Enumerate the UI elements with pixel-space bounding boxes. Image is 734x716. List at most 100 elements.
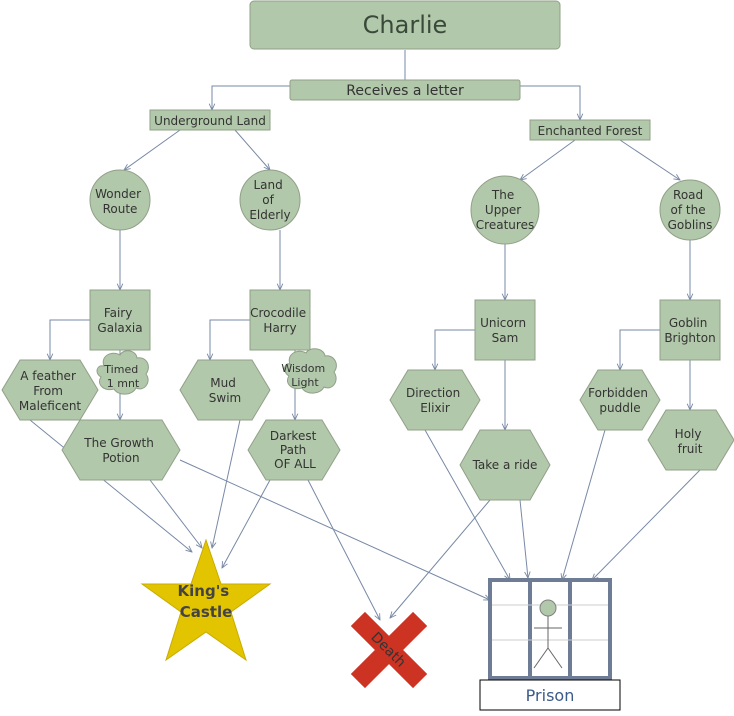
node-mud-swim: Mud Swim xyxy=(179,359,271,421)
unicorn-sam-line-1: Unicorn xyxy=(480,316,526,330)
crocodile-harry-line-1: Crocodile xyxy=(250,306,306,320)
node-darkest-path: Darkest Path OF ALL xyxy=(247,419,341,481)
edge-holy-prison xyxy=(592,469,701,580)
darkest-line-2: Path xyxy=(280,443,306,457)
svg-text:Land of Elderly: Land of Elderly xyxy=(249,178,290,222)
node-unicorn-sam: Unicorn Sam xyxy=(474,299,536,361)
node-wonder-route: Wonder Route xyxy=(89,169,151,231)
node-holy-fruit: Holy fruit xyxy=(647,409,734,471)
land-of-elderly-line-1: Land xyxy=(253,178,282,192)
svg-text:Wisdom Light: Wisdom Light xyxy=(281,362,328,389)
node-direction-elixir: Direction Elixir xyxy=(389,369,481,431)
edge-unicorn-direction xyxy=(435,329,475,370)
forbidden-line-1: Forbidden xyxy=(588,386,648,400)
edge-direction-prison xyxy=(424,429,510,580)
svg-text:A feather From Mal: A feather From Maleficent xyxy=(19,369,82,413)
fairy-galaxia-line-1: Fairy xyxy=(104,306,133,320)
node-death: Death xyxy=(350,611,428,689)
road-of-goblins-line-2: of the xyxy=(671,203,706,217)
goblin-brighton-line-2: Brighton xyxy=(664,331,715,345)
upper-creatures-line-2: Upper xyxy=(485,203,521,217)
edge-enchanted-upper xyxy=(520,139,576,180)
wonder-route-line-1: Wonder xyxy=(95,187,141,201)
receives-letter-label: Receives a letter xyxy=(346,83,464,99)
direction-line-1: Direction xyxy=(406,386,460,400)
feather-line-3: Maleficent xyxy=(19,399,82,413)
enchanted-forest-label: Enchanted Forest xyxy=(538,124,643,138)
edge-fairy-feather xyxy=(50,319,90,360)
timed-line-1: Timed xyxy=(103,363,138,376)
crocodile-harry-line-2: Harry xyxy=(263,321,296,335)
svg-text:Crocodile Harry: Crocodile Harry xyxy=(250,306,310,335)
edge-mud-castle xyxy=(212,419,241,548)
svg-text:Darkest Path OF AL: Darkest Path OF ALL xyxy=(270,429,320,471)
svg-text:The Upper Creature: The Upper Creatures xyxy=(476,188,534,232)
node-take-a-ride: Take a ride xyxy=(459,429,551,501)
svg-text:Direction Elixir: Direction Elixir xyxy=(406,386,464,415)
castle-line-2: Castle xyxy=(180,603,233,621)
road-of-goblins-line-3: Goblins xyxy=(668,218,713,232)
edge-growth-prison xyxy=(179,459,490,600)
node-underground-land: Underground Land xyxy=(149,109,271,131)
land-of-elderly-line-2: of xyxy=(262,193,274,207)
edge-enchanted-goblins xyxy=(619,139,680,180)
svg-text:Timed 1 mnt: Timed 1 mnt xyxy=(103,363,141,390)
edge-feather-castle xyxy=(29,419,192,552)
edge-growth-castle xyxy=(149,479,202,548)
node-feather-maleficent: A feather From Maleficent xyxy=(1,359,99,421)
svg-text:Goblin Brighton: Goblin Brighton xyxy=(664,316,715,345)
castle-line-1: King's xyxy=(178,582,230,600)
direction-line-2: Elixir xyxy=(420,401,450,415)
edge-receives-enchanted xyxy=(520,85,580,120)
edge-crocodile-mud xyxy=(210,319,250,360)
node-prison: Prison xyxy=(479,578,621,711)
svg-text:Unicorn Sam: Unicorn Sam xyxy=(480,316,530,345)
node-forbidden-puddle: Forbidden puddle xyxy=(579,369,661,431)
svg-text:Forbidden puddle: Forbidden puddle xyxy=(588,386,652,415)
take-a-ride-label: Take a ride xyxy=(472,458,538,472)
edge-goblinbrighton-forbidden xyxy=(620,329,660,370)
edge-underground-wonder xyxy=(124,129,181,170)
unicorn-sam-line-2: Sam xyxy=(492,331,519,345)
svg-text:Mud Swim: Mud Swim xyxy=(209,376,241,405)
growth-line-1: The Growth xyxy=(83,436,154,450)
growth-line-2: Potion xyxy=(102,451,139,465)
svg-text:Wonder Route: Wonder Route xyxy=(95,187,145,216)
fairy-galaxia-line-2: Galaxia xyxy=(97,321,142,335)
goblin-brighton-line-1: Goblin xyxy=(669,316,708,330)
node-timed-cloud: Timed 1 mnt xyxy=(96,350,149,395)
node-charlie: Charlie xyxy=(249,0,561,50)
edge-forbidden-prison xyxy=(562,429,606,580)
darkest-line-1: Darkest xyxy=(270,429,317,443)
svg-text:King's Castle: King's Castle xyxy=(178,582,235,621)
node-land-of-elderly: Land of Elderly xyxy=(239,169,301,231)
holy-fruit-line-2: fruit xyxy=(678,442,703,456)
charlie-title: Charlie xyxy=(363,11,448,39)
underground-land-label: Underground Land xyxy=(154,114,266,128)
upper-creatures-line-3: Creatures xyxy=(476,218,534,232)
edge-underground-elderly xyxy=(234,129,270,170)
svg-text:Holy fruit: Holy fruit xyxy=(675,427,706,456)
star-icon xyxy=(140,538,272,662)
node-enchanted-forest: Enchanted Forest xyxy=(529,119,651,141)
road-of-goblins-line-1: Road xyxy=(673,188,703,202)
wisdom-line-1: Wisdom xyxy=(281,362,325,375)
holy-fruit-line-1: Holy xyxy=(675,427,702,441)
timed-line-2: 1 mnt xyxy=(107,377,140,390)
node-kings-castle: King's Castle xyxy=(140,538,272,662)
edge-darkest-death xyxy=(307,479,380,620)
feather-line-2: From xyxy=(33,384,63,398)
svg-text:The Growth Potion: The Growth Potion xyxy=(83,436,157,465)
darkest-line-3: OF ALL xyxy=(274,457,316,471)
node-crocodile-harry: Crocodile Harry xyxy=(249,289,311,351)
svg-text:Fairy Galaxia: Fairy Galaxia xyxy=(97,306,142,335)
mud-swim-line-1: Mud xyxy=(210,376,236,390)
cross-icon xyxy=(350,611,428,689)
wisdom-line-2: Light xyxy=(291,376,319,389)
upper-creatures-line-1: The xyxy=(491,188,514,202)
forbidden-line-2: puddle xyxy=(599,401,640,415)
edge-ride-prison xyxy=(519,499,528,578)
prison-cell-icon xyxy=(488,578,612,680)
edge-darkest-castle xyxy=(222,479,271,568)
land-of-elderly-line-3: Elderly xyxy=(249,208,290,222)
